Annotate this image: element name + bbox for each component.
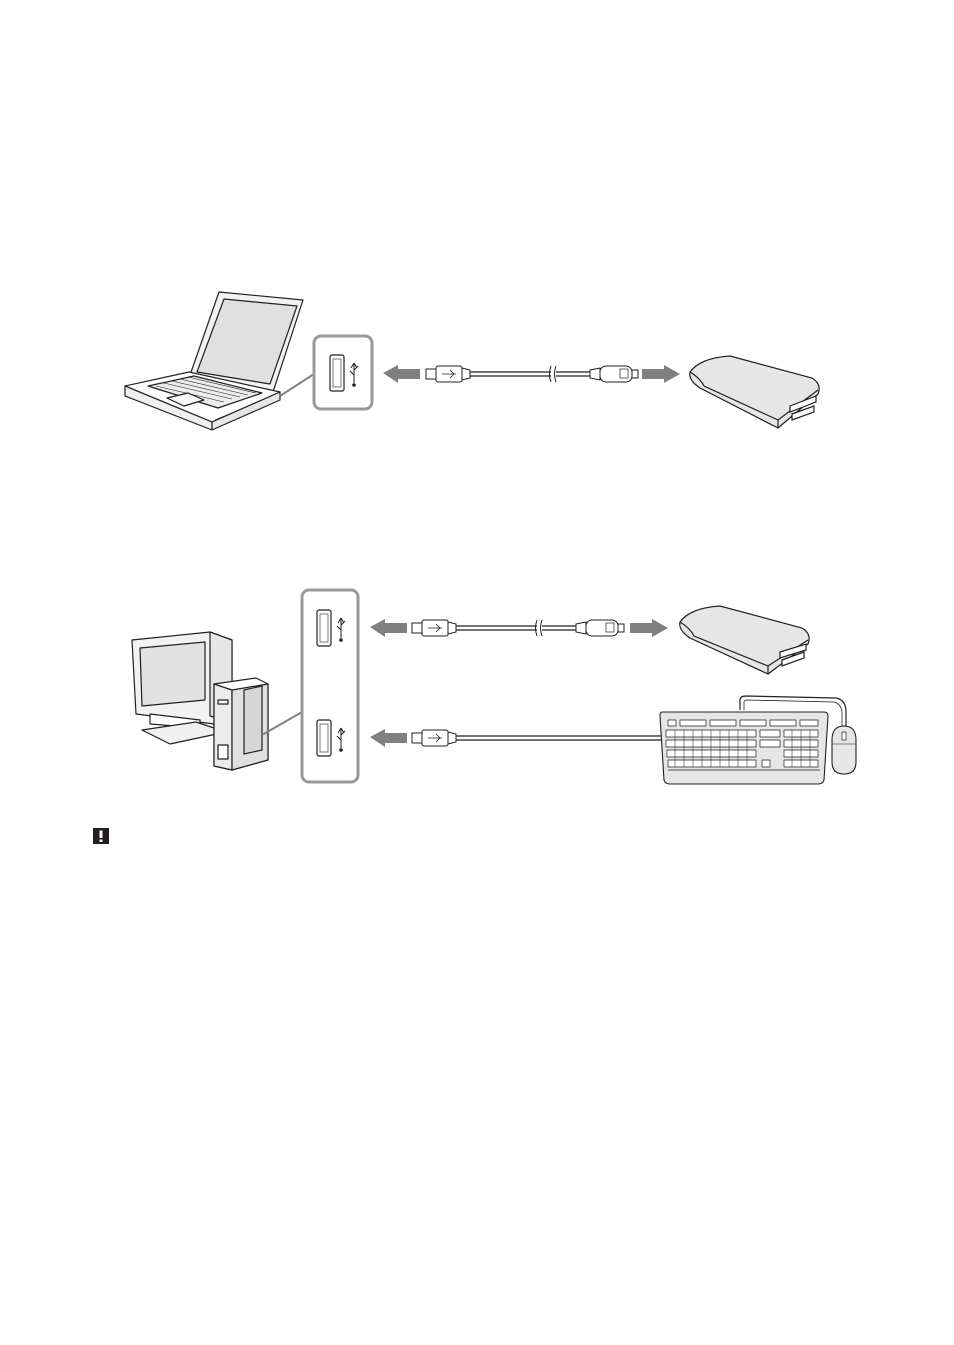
caution-icon <box>93 828 109 844</box>
arrow-left-icon <box>370 729 407 747</box>
usb-a-plug-icon <box>412 620 456 636</box>
desktop-connection-figure <box>0 580 954 790</box>
desktop-computer-icon <box>132 632 268 770</box>
usb-mini-b-plug-icon <box>576 620 624 636</box>
cable-icon <box>456 620 576 636</box>
keyboard-cable-icon <box>456 736 662 740</box>
keyboard-mouse-icon <box>660 696 856 784</box>
card-reader-icon <box>680 606 809 674</box>
laptop-icon <box>125 292 303 430</box>
desktop-connection-diagram <box>0 580 954 790</box>
laptop-connection-figure <box>0 280 954 440</box>
usb-a-plug-icon <box>412 730 456 746</box>
arrow-right-icon <box>630 619 668 637</box>
cable-icon <box>470 366 590 382</box>
arrow-left-icon <box>370 619 407 637</box>
usb-mini-b-plug-icon <box>590 366 638 382</box>
arrow-left-icon <box>383 365 420 383</box>
laptop-connection-diagram <box>0 280 954 440</box>
card-reader-icon <box>690 356 819 428</box>
usb-port-icon <box>314 336 372 409</box>
arrow-right-icon <box>642 365 680 383</box>
usb-a-plug-icon <box>426 366 470 382</box>
